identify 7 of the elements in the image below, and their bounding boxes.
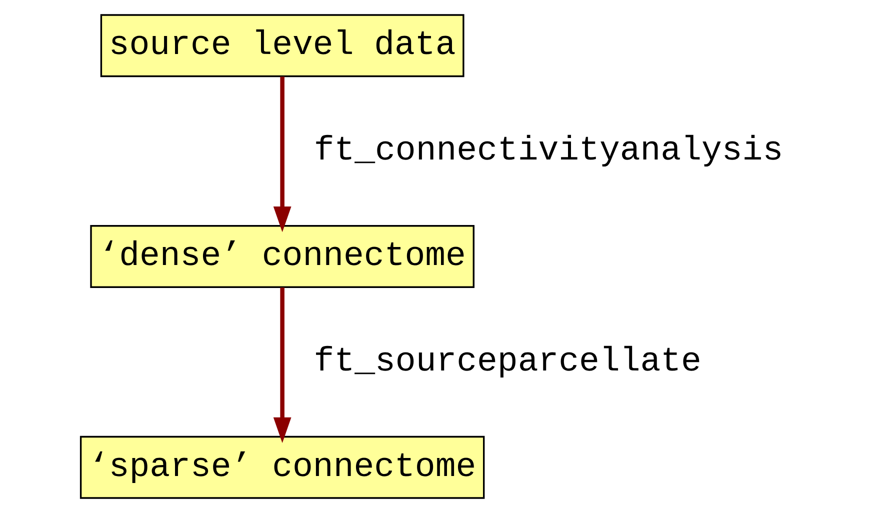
arrow [272,287,291,443]
edge-label: ft_connectivityanalysis [313,132,783,171]
arrow [272,76,291,232]
node-box: ‘sparse’ connectome [79,436,484,499]
edge-label: ft_sourceparcellate [313,343,701,382]
node-box: source level data [100,14,464,78]
node-box: ‘dense’ connectome [90,225,474,288]
